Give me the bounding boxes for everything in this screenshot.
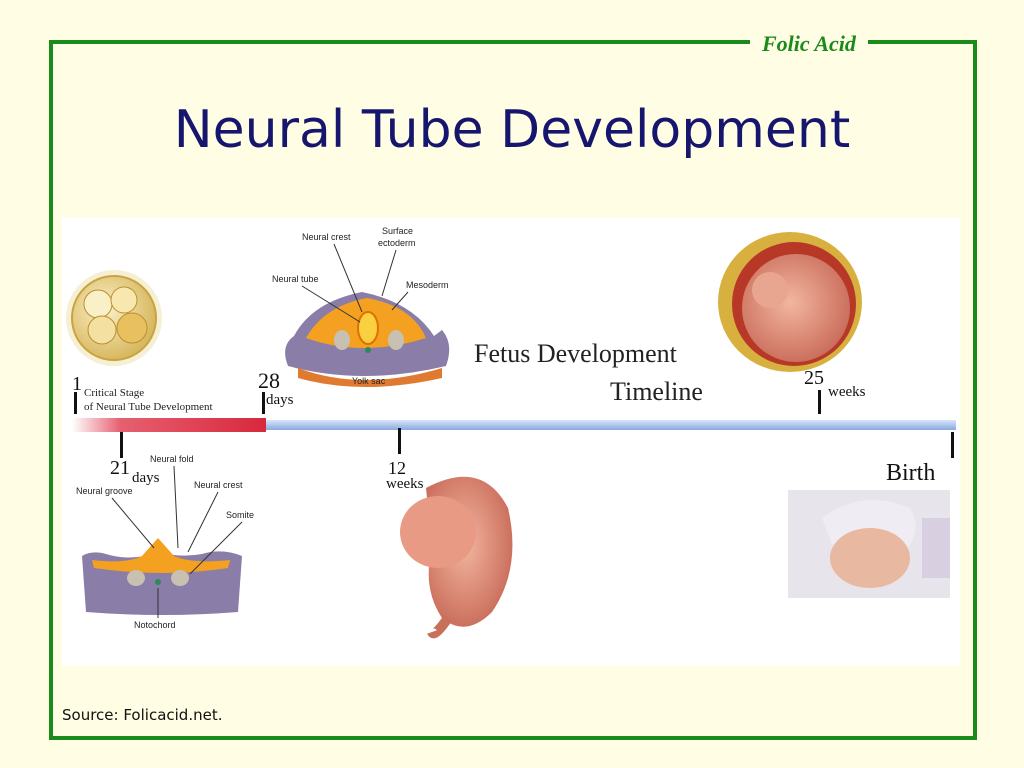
marker-day21-unit: days xyxy=(132,470,160,486)
marker-week12-number: 12 xyxy=(388,458,406,478)
label-neural-crest-top: Neural crest xyxy=(302,232,351,242)
newborn-photo xyxy=(788,490,950,598)
label-somite: Somite xyxy=(226,510,254,520)
label-surface: Surface xyxy=(382,226,413,236)
label-neural-crest-bottom: Neural crest xyxy=(194,480,243,490)
marker-week12-unit: weeks xyxy=(386,476,424,492)
marker-day28-number: 28 xyxy=(258,368,280,393)
timeline-heading-line2: Timeline xyxy=(610,377,703,406)
marker-day21-number: 21 xyxy=(110,457,130,479)
embryo-cells-image xyxy=(66,270,162,366)
timeline-heading-line1: Fetus Development xyxy=(474,339,678,368)
brand-label: Folic Acid xyxy=(750,30,868,58)
marker-week25-number: 25 xyxy=(804,367,824,389)
critical-stage-line1: Critical Stage xyxy=(84,387,144,399)
tick-day21 xyxy=(120,432,123,458)
source-note: Source: Folicacid.net. xyxy=(62,706,223,724)
marker-day1-number: 1 xyxy=(72,373,82,395)
label-ectoderm: ectoderm xyxy=(378,238,416,248)
critical-stage-line2: of Neural Tube Development xyxy=(84,401,213,413)
fetus-12-weeks-image xyxy=(400,476,513,639)
marker-birth-label: Birth xyxy=(886,460,935,486)
tick-day28 xyxy=(262,392,265,414)
label-mesoderm: Mesoderm xyxy=(406,280,449,290)
timeline-diagram: 1 Critical Stage of Neural Tube Developm… xyxy=(66,226,956,639)
neural-groove-diagram: Neural fold Neural groove Neural crest S… xyxy=(76,454,254,630)
tick-week12 xyxy=(398,428,401,454)
page-title: Neural Tube Development xyxy=(173,100,851,160)
timeline-bar xyxy=(266,420,956,430)
tick-week25 xyxy=(818,390,821,414)
timeline-panel: 1 Critical Stage of Neural Tube Developm… xyxy=(62,218,960,666)
slide-frame xyxy=(49,40,977,740)
tick-day1 xyxy=(74,392,77,414)
label-yolk-sac: Yolk sac xyxy=(352,376,386,386)
neural-tube-diagram: Yolk sac Neural crest Surface ectoderm N… xyxy=(272,226,450,387)
marker-day28-unit: days xyxy=(266,392,294,408)
tick-birth xyxy=(951,432,954,458)
fetus-25-weeks-image xyxy=(718,232,862,372)
critical-stage-bar xyxy=(72,418,266,432)
label-neural-fold: Neural fold xyxy=(150,454,194,464)
label-neural-groove: Neural groove xyxy=(76,486,133,496)
label-neural-tube: Neural tube xyxy=(272,274,319,284)
label-notochord: Notochord xyxy=(134,620,176,630)
marker-week25-unit: weeks xyxy=(828,384,866,400)
